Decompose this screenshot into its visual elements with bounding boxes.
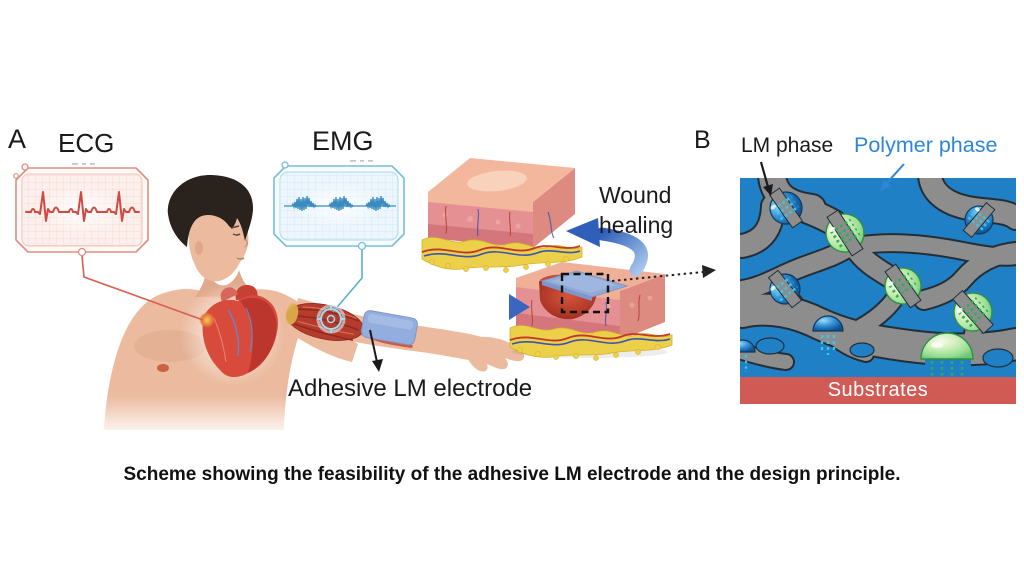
substrate-bar: Substrates bbox=[740, 377, 1016, 404]
zoom-dotted-arrow bbox=[611, 265, 716, 282]
lm-droplet-pair bbox=[962, 201, 996, 239]
lm-dome bbox=[740, 339, 756, 372]
skin-block-healed bbox=[421, 158, 583, 273]
application-arrow bbox=[476, 294, 530, 320]
green-dome bbox=[920, 332, 974, 377]
zoom-region-dashed-box bbox=[560, 272, 610, 314]
substrates-label: Substrates bbox=[827, 379, 929, 401]
lm-dome bbox=[812, 315, 844, 355]
healed-wound-area bbox=[467, 170, 527, 192]
adhesive-lm-electrode-label: Adhesive LM electrode bbox=[288, 375, 533, 402]
block-electrode-sheet bbox=[540, 270, 629, 301]
lm-droplet-pair bbox=[767, 269, 803, 309]
panel-a-label: A bbox=[8, 124, 27, 154]
skin-block-wounded bbox=[509, 262, 673, 361]
emg-waveform bbox=[284, 195, 396, 212]
ecg-label: ECG bbox=[58, 128, 115, 158]
lm-phase-arrow bbox=[759, 161, 773, 196]
wound-healing-label: Wound healing bbox=[599, 182, 674, 238]
panel-b-label: B bbox=[694, 126, 711, 154]
lm-phase-label: LM phase bbox=[741, 134, 834, 157]
arm-electrode-patch bbox=[360, 310, 418, 348]
lm-phase-network bbox=[740, 178, 1016, 377]
lm-droplet-pair bbox=[768, 187, 804, 229]
green-droplet-pair bbox=[884, 263, 922, 309]
electrode-pointer-arrow bbox=[369, 329, 383, 372]
ecg-lead-line bbox=[81, 255, 204, 321]
emg-label: EMG bbox=[312, 126, 374, 156]
heart-illustration bbox=[180, 282, 284, 386]
ecg-lead-hotspot bbox=[199, 312, 215, 328]
green-droplet-pair bbox=[952, 289, 994, 335]
figure-caption: Scheme showing the feasibility of the ad… bbox=[123, 464, 901, 485]
composite-diagram bbox=[740, 161, 1016, 377]
emg-lead-line bbox=[332, 250, 363, 313]
ecg-monitor bbox=[13, 163, 204, 321]
polymer-phase-arrow bbox=[880, 163, 905, 191]
nipple bbox=[157, 364, 169, 372]
polymer-phase-label: Polymer phase bbox=[854, 133, 998, 157]
hud-dashes bbox=[72, 163, 95, 165]
emg-target-reticle bbox=[316, 304, 346, 334]
hud-dashes bbox=[350, 160, 373, 162]
green-droplet-pair bbox=[825, 209, 865, 257]
hair bbox=[167, 174, 254, 247]
wound-healing-arrow bbox=[566, 218, 648, 277]
emg-monitor bbox=[273, 160, 405, 313]
